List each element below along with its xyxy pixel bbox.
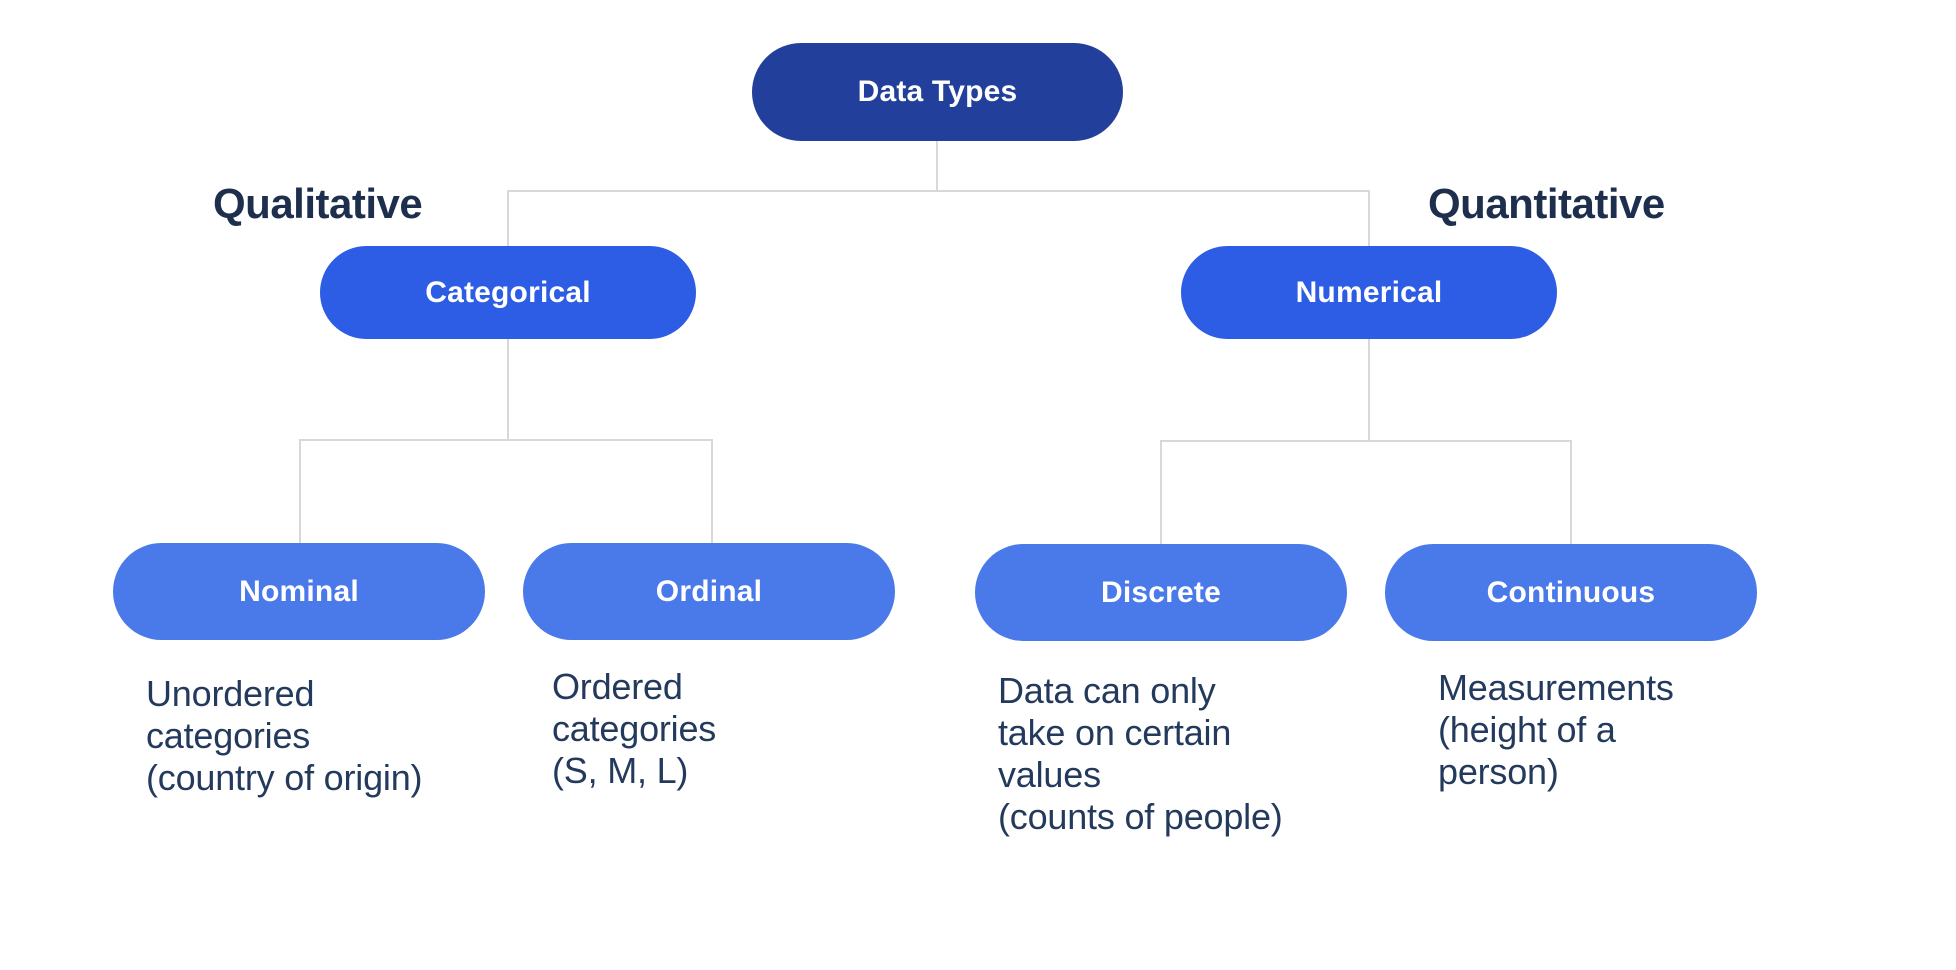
node-continuous-label: Continuous bbox=[1486, 575, 1656, 609]
desc-ordinal: Ordered categories (S, M, L) bbox=[552, 666, 716, 792]
connector-continuous-drop bbox=[1570, 440, 1572, 545]
desc-ordinal-line: Ordered bbox=[552, 666, 683, 707]
connector-root-stem bbox=[936, 141, 938, 191]
node-nominal-label: Nominal bbox=[239, 574, 359, 608]
node-categorical-label: Categorical bbox=[425, 275, 591, 309]
node-data-types-label: Data Types bbox=[857, 75, 1018, 108]
desc-continuous-line: person) bbox=[1438, 751, 1559, 792]
node-continuous: Continuous bbox=[1385, 544, 1757, 641]
desc-continuous-line: (height of a bbox=[1438, 709, 1616, 750]
desc-continuous: Measurements (height of a person) bbox=[1438, 667, 1674, 793]
desc-nominal-line: (country of origin) bbox=[146, 757, 423, 798]
node-discrete: Discrete bbox=[975, 544, 1347, 641]
connector-categorical-stem bbox=[507, 339, 509, 441]
node-ordinal-label: Ordinal bbox=[655, 574, 763, 608]
branch-label-qualitative: Qualitative bbox=[213, 180, 423, 227]
connector-categorical-horizontal bbox=[299, 439, 713, 441]
connector-ordinal-drop bbox=[711, 439, 713, 544]
node-data-types: Data Types bbox=[752, 43, 1123, 141]
desc-discrete-line: (counts of people) bbox=[998, 796, 1283, 837]
desc-discrete-line: Data can only bbox=[998, 670, 1216, 711]
connector-numerical-drop bbox=[1368, 190, 1370, 247]
desc-nominal: Unordered categories (country of origin) bbox=[146, 673, 423, 799]
connector-nominal-drop bbox=[299, 439, 301, 544]
branch-label-quantitative: Quantitative bbox=[1428, 180, 1665, 227]
node-numerical: Numerical bbox=[1181, 246, 1557, 339]
node-ordinal: Ordinal bbox=[523, 543, 895, 640]
connector-numerical-horizontal bbox=[1160, 440, 1572, 442]
desc-discrete-line: take on certain bbox=[998, 712, 1232, 753]
desc-continuous-line: Measurements bbox=[1438, 667, 1674, 708]
connector-numerical-stem bbox=[1368, 339, 1370, 442]
node-numerical-label: Numerical bbox=[1295, 275, 1443, 309]
connector-discrete-drop bbox=[1160, 440, 1162, 545]
desc-discrete: Data can only take on certain values (co… bbox=[998, 670, 1283, 838]
connector-categorical-drop bbox=[507, 190, 509, 247]
node-nominal: Nominal bbox=[113, 543, 485, 640]
node-categorical: Categorical bbox=[320, 246, 696, 339]
node-discrete-label: Discrete bbox=[1100, 575, 1221, 609]
desc-ordinal-line: (S, M, L) bbox=[552, 750, 689, 791]
desc-nominal-line: categories bbox=[146, 715, 311, 756]
connector-level1-horizontal bbox=[507, 190, 1370, 192]
desc-nominal-line: Unordered bbox=[146, 673, 315, 714]
desc-ordinal-line: categories bbox=[552, 708, 717, 749]
desc-discrete-line: values bbox=[998, 754, 1101, 795]
